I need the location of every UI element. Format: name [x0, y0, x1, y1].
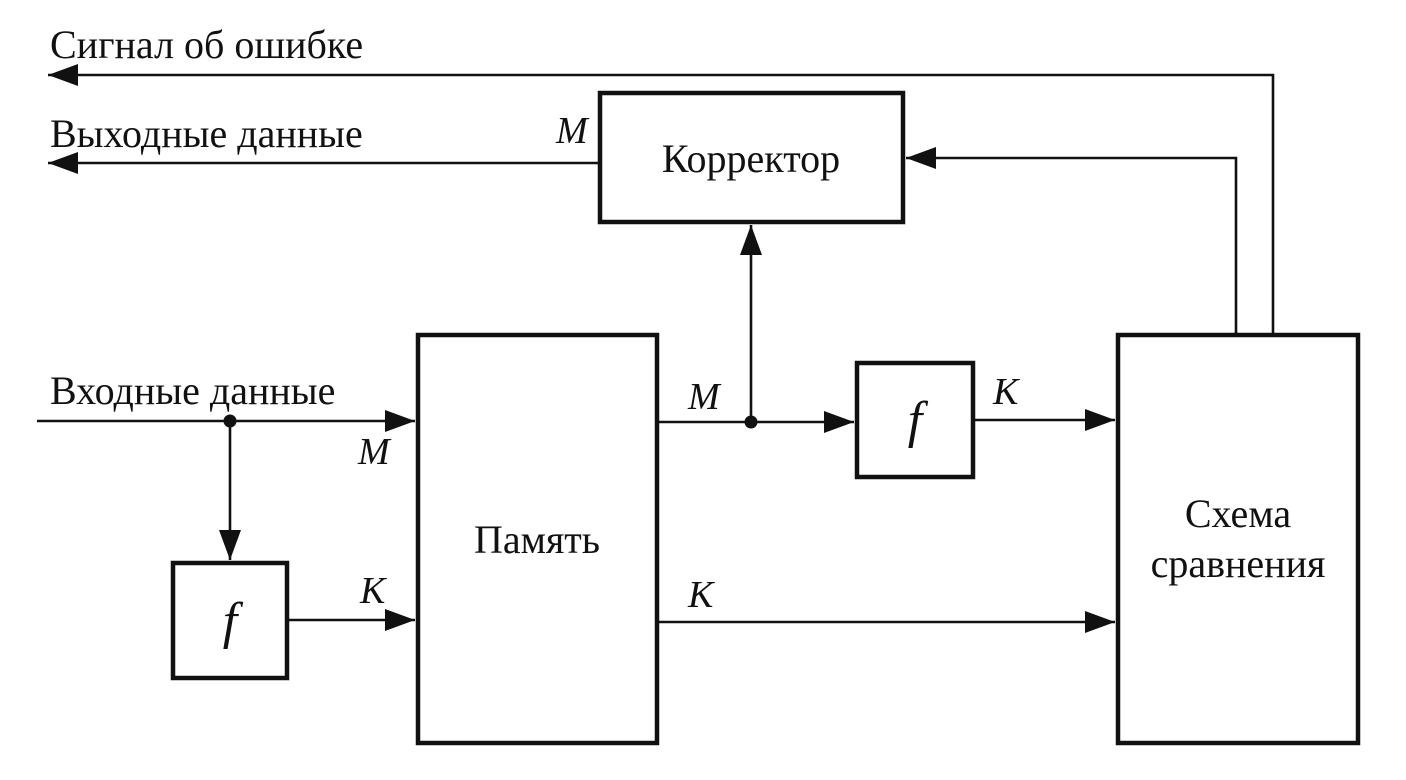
- input-junction-dot: [223, 414, 237, 428]
- memory-block: [415, 332, 660, 746]
- encoder-right-block: [854, 360, 976, 480]
- comparator-to-corrector-wire: [906, 147, 1238, 337]
- m-label-at-memory-input: M: [357, 431, 392, 473]
- error-signal-label: Сигнал об ошибке: [50, 22, 363, 67]
- memory-output-junction-dot: [744, 415, 758, 429]
- k-label-at-encoder-output: K: [992, 371, 1020, 413]
- comparator-label-line2: сравнения: [1151, 541, 1326, 586]
- k-label-at-memory-input: K: [359, 570, 387, 612]
- input-data-label: Входные данные: [50, 368, 335, 413]
- output-data-label: Выходные данные: [50, 111, 363, 156]
- corrector-label: Корректор: [662, 136, 840, 181]
- m-label-at-corrector: M: [555, 110, 590, 152]
- m-label-at-memory-output: M: [687, 376, 722, 418]
- comparator-block: [1115, 332, 1361, 746]
- comparator-label-line1: Схема: [1185, 491, 1291, 536]
- error-signal-wire: [48, 64, 1275, 337]
- k-label-at-memory-output: K: [687, 574, 715, 616]
- encoder-left-block: [170, 560, 290, 681]
- corrector-block: [597, 90, 906, 225]
- memory-label: Память: [474, 517, 600, 562]
